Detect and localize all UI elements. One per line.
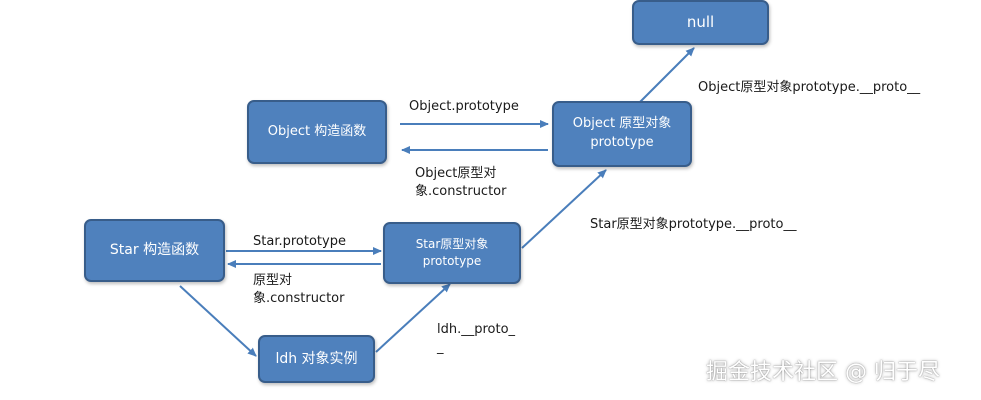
null-node: null [632, 0, 769, 45]
ldh-instance-node: ldh 对象实例 [258, 335, 375, 383]
object-prototype-label-line1: Object 原型对象 [572, 116, 672, 132]
ldh-proto-edge-label-line1: ldh.__proto_ [437, 322, 516, 337]
star-prototype-label-line1: Star原型对象 [415, 236, 489, 251]
null-node-label: null [686, 12, 715, 31]
object-prototype-proto-label: Object原型对象prototype.__proto__ [698, 80, 921, 95]
edge-star-proto-to-object-proto [521, 169, 607, 249]
star-constructor-label: Star 构造函数 [109, 242, 200, 259]
edge-object-proto-to-null [639, 47, 695, 103]
star-prototype-proto-label: Star原型对象prototype.__proto__ [590, 217, 797, 232]
object-prototype-label-line2: prototype [590, 135, 654, 150]
object-constructor-edge-label-line1: Object原型对 [415, 166, 497, 181]
star-prototype-edge-label: Star.prototype [253, 234, 346, 249]
ldh-proto-edge-label-line2: _ [437, 339, 444, 355]
edge-ldh-proto [375, 283, 451, 353]
edge-star-to-ldh [179, 285, 257, 357]
ldh-proto-edge-label: ldh.__proto_ _ [437, 321, 515, 356]
object-prototype-node: Object 原型对象 prototype [552, 101, 692, 167]
object-prototype-edge-label: Object.prototype [409, 99, 519, 114]
star-constructor-edge-label: 原型对 象.constructor [253, 272, 344, 307]
star-constructor-node: Star 构造函数 [84, 219, 225, 282]
star-prototype-label-line2: prototype [422, 254, 482, 268]
object-constructor-label: Object 构造函数 [267, 123, 367, 139]
object-constructor-node: Object 构造函数 [247, 100, 387, 164]
star-constructor-edge-label-line1: 原型对 [253, 273, 293, 288]
star-prototype-node: Star原型对象 prototype [383, 222, 521, 284]
ldh-instance-label: ldh 对象实例 [275, 350, 358, 367]
watermark: 掘金技术社区 @ 归于尽 [706, 360, 940, 385]
object-constructor-edge-label: Object原型对 象.constructor [415, 165, 506, 200]
object-constructor-edge-label-line2: 象.constructor [415, 183, 507, 199]
star-constructor-edge-label-line2: 象.constructor [253, 290, 345, 306]
